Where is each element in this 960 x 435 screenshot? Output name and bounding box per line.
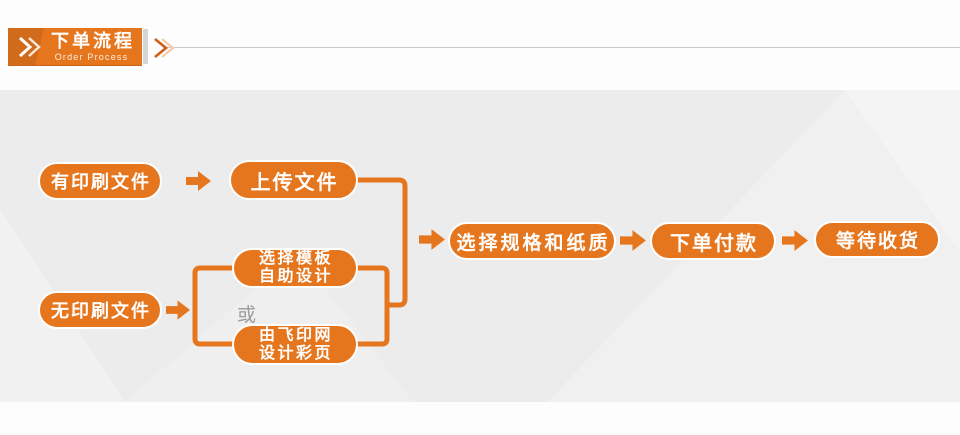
flow-node-label-line2: 设计彩页	[258, 344, 333, 362]
connector-bracket-right	[357, 265, 390, 347]
flow-node-label: 选择规格和纸质	[456, 232, 611, 254]
page-title: 下单流程	[51, 30, 135, 51]
flow-node-feiyin-design: 由飞印网 设计彩页	[232, 324, 358, 365]
flow-node-choose-spec-paper: 选择规格和纸质	[448, 222, 616, 260]
header-rule-line	[163, 47, 960, 48]
flow-node-wait-delivery: 等待收货	[814, 221, 940, 258]
flow-node-label: 下单付款	[670, 232, 758, 255]
or-label: 或	[237, 305, 258, 326]
flow-node-pay-order: 下单付款	[650, 222, 776, 260]
connector-bracket-left	[192, 265, 233, 347]
block-arrow-right-icon	[620, 230, 646, 251]
connector-upload-to-merge	[356, 177, 408, 308]
page-subtitle: Order Process	[54, 51, 129, 62]
flow-node-label-line1: 由飞印网	[258, 326, 333, 344]
flow-node-choose-template: 选择模板 自助设计	[232, 248, 358, 288]
block-arrow-right-icon	[419, 229, 445, 250]
double-chevron-right-icon	[18, 36, 41, 57]
header-divider-bar	[143, 29, 148, 64]
block-arrow-right-icon	[186, 171, 211, 191]
flow-node-has-print-file: 有印刷文件	[38, 162, 162, 200]
flow-node-label: 有印刷文件	[51, 172, 151, 192]
block-arrow-right-icon	[782, 230, 808, 251]
banner-text: 下单流程 Order Process	[45, 30, 138, 62]
flow-node-label-line2: 自助设计	[258, 268, 333, 285]
flow-node-no-print-file: 无印刷文件	[38, 291, 162, 329]
flow-node-label: 等待收货	[835, 231, 920, 252]
block-arrow-right-icon	[166, 300, 191, 320]
flow-node-label: 上传文件	[250, 171, 339, 194]
section-header-banner: 下单流程 Order Process	[8, 28, 142, 66]
double-chevron-right-icon	[154, 37, 175, 59]
flow-node-label-line1: 选择模板	[258, 250, 333, 267]
flow-node-label: 无印刷文件	[51, 301, 151, 321]
flow-node-upload-file: 上传文件	[229, 160, 358, 200]
